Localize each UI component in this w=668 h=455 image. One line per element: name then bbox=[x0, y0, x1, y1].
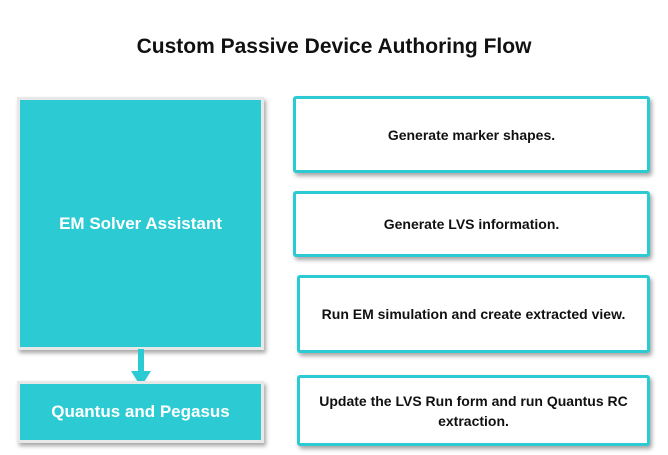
step-generate-lvs-information: Generate LVS information. bbox=[293, 191, 650, 257]
step-run-em-simulation: Run EM simulation and create extracted v… bbox=[297, 275, 650, 353]
step-generate-marker-shapes: Generate marker shapes. bbox=[293, 96, 650, 173]
em-solver-assistant-label: EM Solver Assistant bbox=[59, 213, 222, 233]
step-label: Run EM simulation and create extracted v… bbox=[321, 306, 626, 322]
em-solver-assistant-box: EM Solver Assistant bbox=[17, 97, 264, 350]
step-label: Generate marker shapes. bbox=[387, 126, 556, 143]
step-label: Generate LVS information. bbox=[383, 216, 560, 232]
step-update-lvs-run-form: Update the LVS Run form and run Quantus … bbox=[297, 375, 650, 446]
quantus-pegasus-box: Quantus and Pegasus bbox=[17, 381, 264, 443]
quantus-pegasus-label: Quantus and Pegasus bbox=[51, 402, 230, 421]
step-label: Update the LVS Run form and run Quantus … bbox=[319, 392, 628, 429]
diagram-title: Custom Passive Device Authoring Flow bbox=[136, 35, 532, 58]
down-arrow-icon bbox=[131, 349, 151, 387]
